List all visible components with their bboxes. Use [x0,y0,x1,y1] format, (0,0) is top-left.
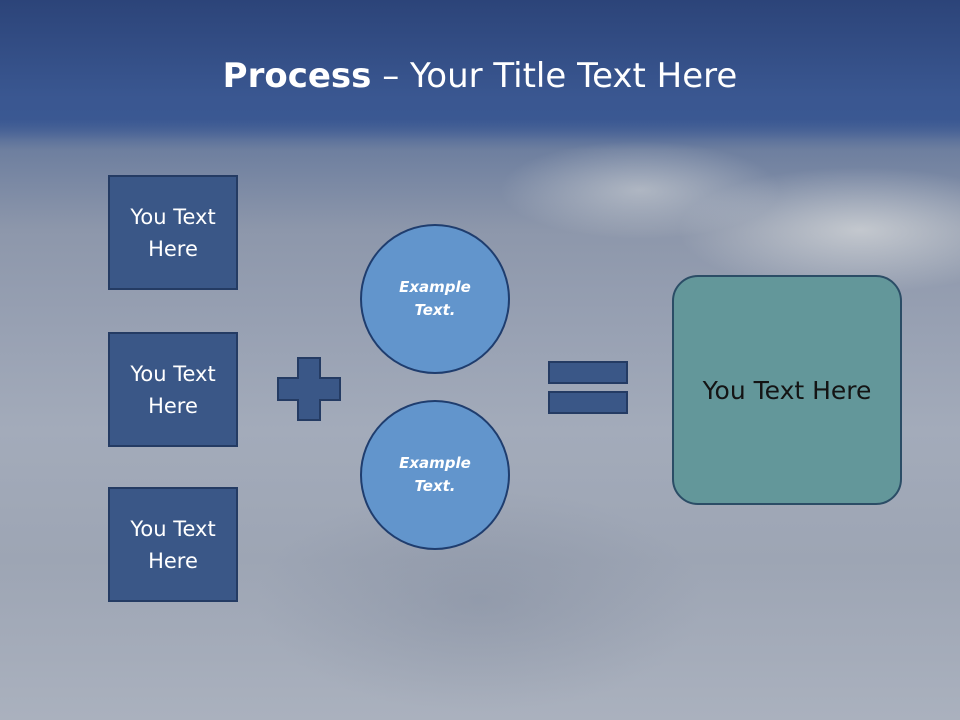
input-box-3: You Text Here [108,487,238,602]
plus-icon [277,357,341,421]
title-banner [0,0,960,140]
input-box-2: You Text Here [108,332,238,447]
input-box-1: You Text Here [108,175,238,290]
title-rest: Your Title Text Here [410,56,738,96]
result-box: You Text Here [672,275,902,505]
title-separator: – [371,56,411,96]
slide-title: Process – Your Title Text Here [0,52,960,100]
example-circle-1: Example Text. [360,224,510,374]
equals-icon [548,361,628,414]
example-circle-2: Example Text. [360,400,510,550]
title-bold: Process [222,56,372,96]
